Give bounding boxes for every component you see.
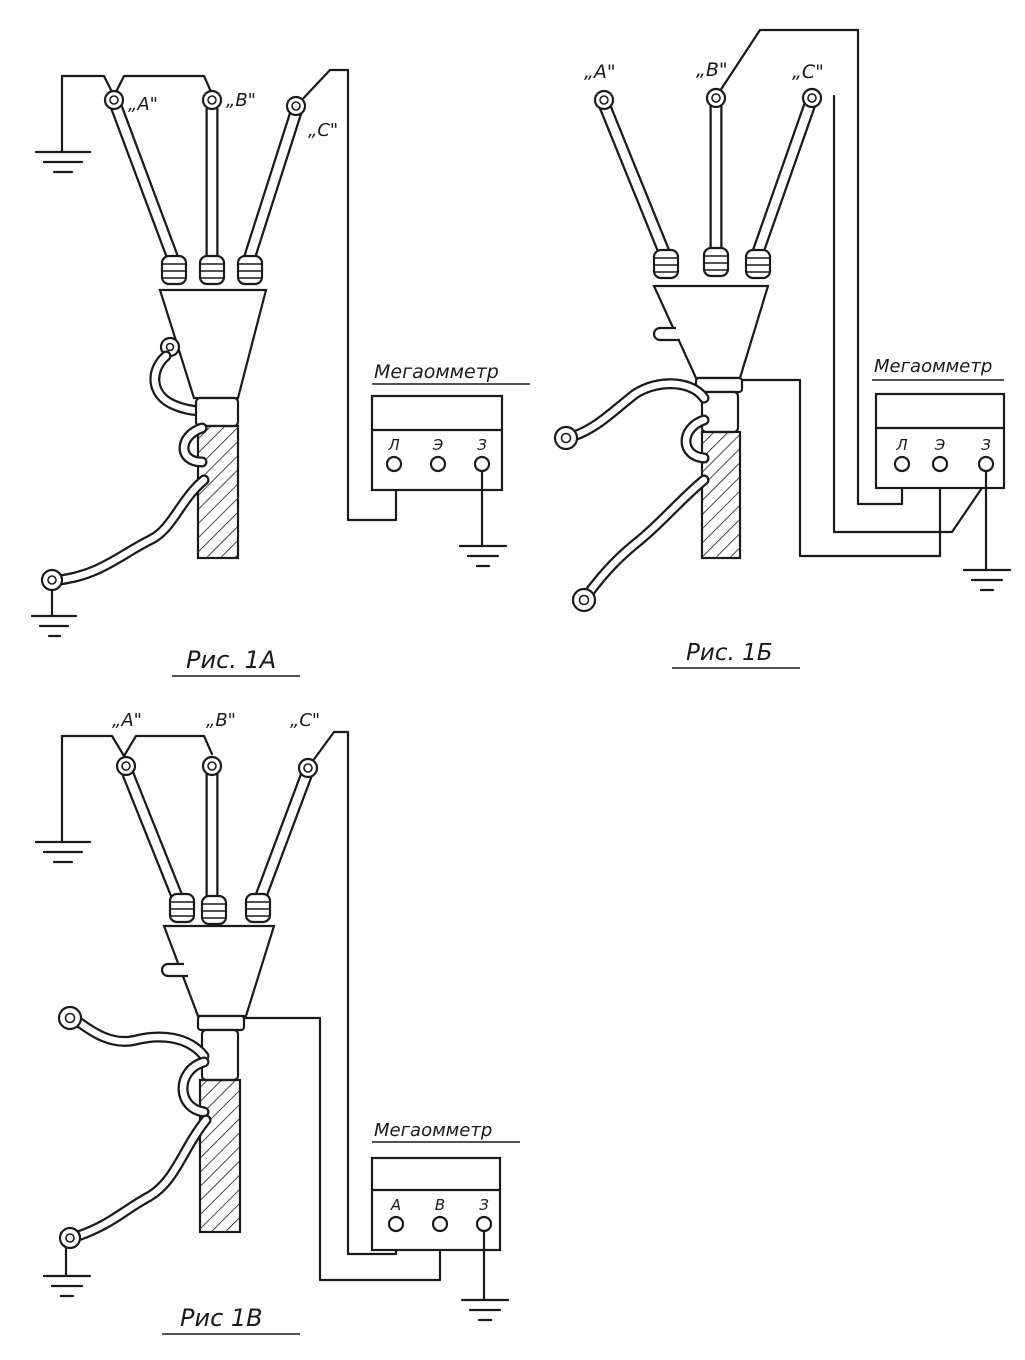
- lug-c: [285, 95, 307, 117]
- megohmmeter: А В З: [370, 1156, 502, 1252]
- terminal-z: [977, 455, 995, 473]
- megohmmeter: Л Э З: [874, 392, 1006, 490]
- phase-label-a: „А": [584, 61, 616, 83]
- meter-title: Мегаомметр: [374, 1120, 492, 1141]
- meter-terminal-label: Л: [895, 436, 907, 454]
- meter-ground-symbol: [458, 469, 508, 568]
- armor-to-meter-wire: [832, 94, 988, 534]
- phase-leads: [597, 97, 817, 259]
- terminal-e: [931, 455, 949, 473]
- phase-label-b: „В": [226, 90, 256, 111]
- figure-caption: Рис. 1Б: [686, 640, 773, 666]
- figure-1b: Л Э З Мегаомметр „А" „В" „С" Рис. 1Б: [553, 28, 1012, 669]
- cable-body: [198, 1078, 242, 1234]
- lug-c: [801, 87, 823, 109]
- terminal-z: [475, 1215, 493, 1233]
- phase-label-b: „В": [206, 710, 236, 731]
- terminal-l: [893, 455, 911, 473]
- lug-b: [201, 89, 223, 111]
- meter-ground-symbol: [460, 1229, 510, 1322]
- meter-terminal-label: В: [435, 1196, 445, 1214]
- screen-lug: [553, 425, 579, 451]
- meter-terminal-label: З: [981, 436, 991, 454]
- meter-terminal-label: А: [390, 1196, 401, 1214]
- phase-b-jumper-wire: [716, 28, 904, 506]
- screen-lug: [57, 1005, 83, 1031]
- meter-terminal-label: Э: [432, 436, 444, 454]
- phase-leads: [109, 99, 303, 263]
- phase-label-a: „А": [128, 94, 158, 115]
- insulator-coils: [168, 892, 272, 926]
- cable-body: [700, 430, 742, 560]
- megohmmeter: Л Э З: [370, 394, 504, 492]
- lug-a: [593, 89, 615, 111]
- terminal-l: [385, 455, 403, 473]
- figure-1a: Л Э З Мегаомметр „А" „В" „С" Рис. 1А: [30, 68, 530, 677]
- phase-label-b: „В": [696, 59, 728, 81]
- figure-caption: Рис 1В: [180, 1304, 263, 1332]
- phase-label-c: „С": [308, 120, 338, 141]
- meter-ground-symbol: [962, 469, 1012, 592]
- ground-symbol: [42, 1246, 92, 1298]
- lug-b: [201, 755, 223, 777]
- phase-label-c: „С": [792, 61, 824, 83]
- meter-title: Мегаомметр: [374, 361, 499, 383]
- meter-terminal-label: Л: [387, 436, 399, 454]
- ground-symbol: [34, 734, 92, 864]
- terminal-e: [429, 455, 447, 473]
- cable-end-cone: [162, 924, 276, 1018]
- figure-caption: Рис. 1А: [186, 646, 276, 674]
- phase-label-a: „А": [112, 710, 142, 731]
- phase-label-c: „С": [290, 710, 320, 731]
- terminal-z: [473, 455, 491, 473]
- ground-symbol: [30, 588, 78, 638]
- ground-symbol: [34, 74, 92, 174]
- screen-ring: [196, 1014, 246, 1032]
- ground-lug: [58, 1226, 82, 1250]
- phase-leads: [121, 767, 313, 911]
- insulator-coils: [160, 254, 264, 286]
- figure-1v: А В З Мегаомметр „А" „В" „С" Рис 1В: [34, 710, 520, 1335]
- lug-a: [115, 755, 137, 777]
- terminal-a: [387, 1215, 405, 1233]
- meter-title: Мегаомметр: [874, 356, 992, 377]
- lug-c: [297, 757, 319, 779]
- terminal-b: [431, 1215, 449, 1233]
- ground-tab: [652, 326, 680, 342]
- meter-terminal-label: Э: [934, 436, 946, 454]
- meter-terminal-label: З: [477, 436, 487, 454]
- ground-lug: [40, 568, 64, 592]
- meter-terminal-label: З: [479, 1196, 489, 1214]
- lug-b: [705, 87, 727, 109]
- screen-to-meter-wire: [242, 1016, 442, 1282]
- cable-body: [196, 424, 240, 560]
- cable-collar: [194, 396, 240, 428]
- lug-a: [103, 89, 125, 111]
- screen-to-meter-wire: [740, 378, 942, 558]
- insulator-coils: [652, 246, 772, 280]
- ground-tab: [160, 962, 188, 978]
- ground-jumper-wire: [60, 734, 214, 758]
- phase-c-to-meter-wire: [296, 68, 398, 522]
- ground-jumper-wire: [60, 74, 214, 98]
- armor-lug: [571, 587, 597, 613]
- cable-end-cone: [158, 288, 268, 400]
